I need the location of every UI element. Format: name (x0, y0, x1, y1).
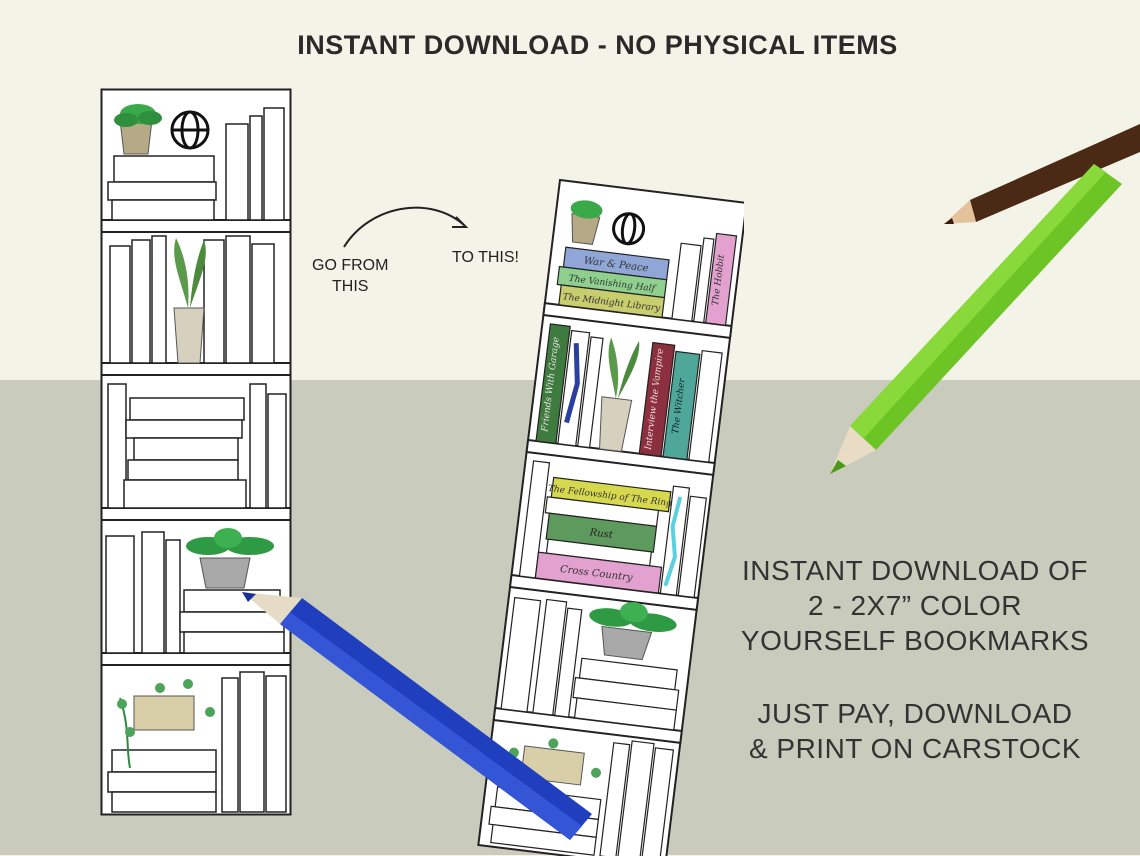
plant-icon (117, 679, 215, 769)
side-text-line2: 2 - 2X7” COLOR (808, 590, 1022, 621)
plant-icon (114, 104, 162, 155)
go-from-line2: THIS (331, 278, 369, 295)
headline: INSTANT DOWNLOAD - NO PHYSICAL ITEMS (297, 30, 898, 60)
plant-icon (570, 200, 603, 245)
side-text-line4: JUST PAY, DOWNLOAD (757, 698, 1073, 729)
side-text-line3: YOURSELF BOOKMARKS (740, 625, 1090, 656)
green-pencil-icon (830, 164, 1122, 474)
plant-icon (173, 238, 206, 364)
bookmark-uncolored (100, 88, 292, 816)
bookmark-colored: War & Peace The Vanishing Half The Midni… (477, 178, 744, 856)
go-from-label: GO FROM THIS (312, 255, 388, 297)
orb-icon (612, 212, 646, 246)
side-text-block-2: JUST PAY, DOWNLOAD & PRINT ON CARSTOCK (720, 696, 1110, 766)
curved-arrow-icon (343, 206, 469, 248)
blue-pencil-icon (242, 592, 592, 840)
plant-icon (186, 528, 274, 589)
side-text-line1: INSTANT DOWNLOAD OF (741, 555, 1089, 586)
orb-icon (170, 110, 210, 150)
go-from-line1: GO FROM (312, 257, 389, 274)
book-rust: Rust (588, 527, 614, 541)
plant-icon (599, 337, 640, 453)
brown-pencil-icon (944, 124, 1140, 224)
to-this-label: TO THIS! (452, 249, 519, 266)
side-text-line5: & PRINT ON CARSTOCK (748, 733, 1082, 764)
plant-icon (589, 602, 677, 661)
side-text-block-1: INSTANT DOWNLOAD OF 2 - 2X7” COLOR YOURS… (720, 553, 1110, 658)
